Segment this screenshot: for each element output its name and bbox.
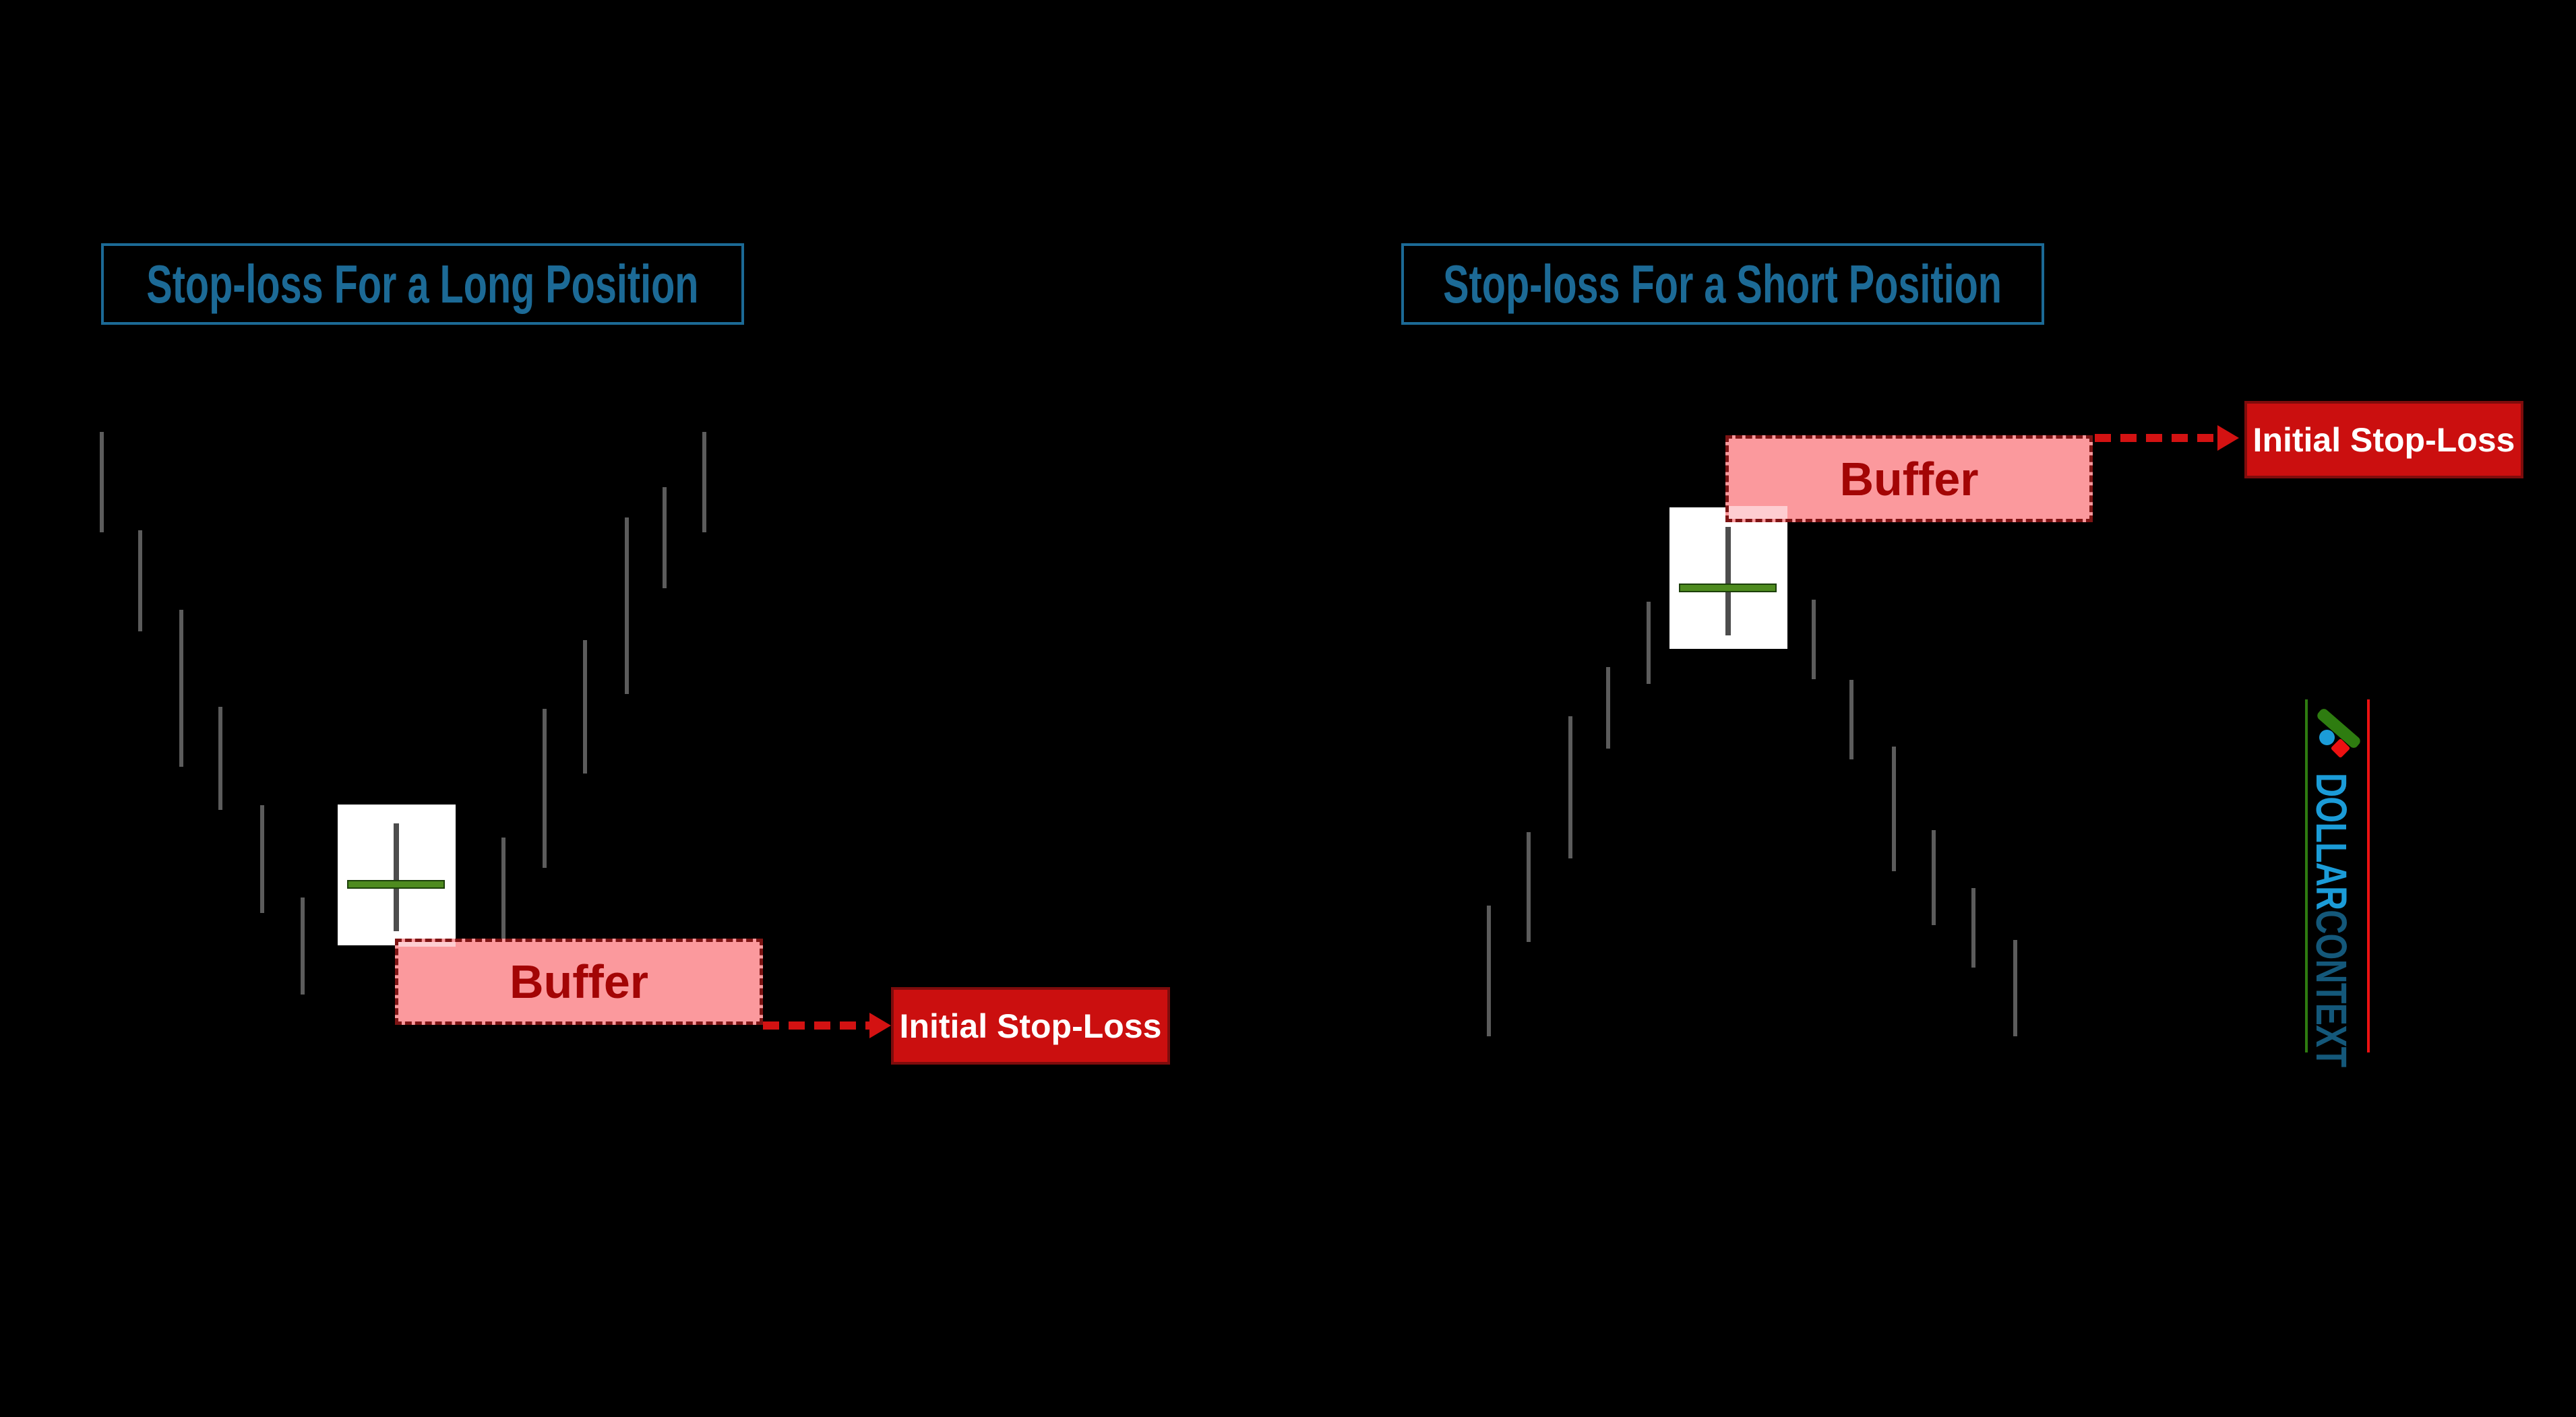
short-candle-open-line	[1679, 584, 1777, 592]
price-bar	[1812, 600, 1816, 679]
price-bar	[1971, 888, 1975, 968]
short-initial-stop-loss-label: Initial Stop-Loss	[2252, 420, 2515, 459]
price-bar	[2013, 940, 2017, 1036]
price-bar	[702, 432, 706, 532]
price-bar	[501, 838, 505, 990]
long-initial-stop-loss-box: Initial Stop-Loss	[891, 987, 1170, 1065]
price-bar	[1568, 716, 1572, 858]
price-bar	[663, 487, 667, 588]
long-initial-stop-loss-label: Initial Stop-Loss	[899, 1007, 1162, 1045]
long-position-title: Stop-loss For a Long Position	[146, 253, 699, 314]
price-bar	[301, 898, 305, 995]
long-buffer-zone: Buffer	[395, 939, 763, 1025]
short-buffer-zone: Buffer	[1725, 435, 2093, 522]
price-bar	[583, 640, 587, 774]
price-bar	[138, 530, 142, 631]
price-bar	[1527, 832, 1531, 942]
price-bar	[543, 709, 547, 868]
long-candle-wick	[394, 823, 399, 931]
short-position-title: Stop-loss For a Short Position	[1443, 253, 2002, 314]
long-buffer-candle-overlap	[398, 942, 456, 947]
watermark-red-line	[2367, 699, 2370, 1052]
short-candle-wick	[1725, 527, 1731, 635]
watermark-brand-primary: DOLLAR	[2307, 773, 2356, 910]
long-stop-arrowhead-icon	[869, 1013, 891, 1038]
short-entry-candle	[1669, 507, 1787, 649]
watermark-green-line	[2305, 699, 2308, 1052]
short-stop-arrowhead-icon	[2217, 425, 2239, 451]
short-stop-arrow-line	[2095, 434, 2217, 442]
price-bar	[1647, 602, 1651, 684]
price-bar	[1932, 830, 1936, 925]
watermark-brand-secondary: CONTEXT	[2307, 910, 2356, 1067]
price-bar	[100, 432, 104, 532]
short-position-title-box: Stop-loss For a Short Position	[1401, 243, 2044, 325]
short-buffer-candle-overlap	[1729, 506, 1787, 519]
short-buffer-label: Buffer	[1839, 452, 1979, 505]
price-bar	[1487, 906, 1491, 1036]
brand-logo-circle-icon	[2319, 730, 2335, 745]
watermark-brand-text: DOLLARCONTEXT	[2306, 773, 2356, 1067]
short-initial-stop-loss-box: Initial Stop-Loss	[2244, 401, 2523, 478]
price-bar	[625, 517, 629, 694]
price-bar	[1892, 747, 1896, 871]
price-bar	[1606, 667, 1610, 749]
long-position-title-box: Stop-loss For a Long Position	[101, 243, 744, 325]
long-stop-arrow-line	[763, 1021, 869, 1030]
long-buffer-label: Buffer	[509, 955, 649, 1008]
price-bar	[179, 610, 183, 767]
price-bar	[260, 805, 264, 913]
long-candle-open-line	[347, 880, 445, 889]
price-bar	[218, 707, 222, 810]
price-bar	[1849, 680, 1853, 759]
long-entry-candle	[338, 805, 456, 945]
